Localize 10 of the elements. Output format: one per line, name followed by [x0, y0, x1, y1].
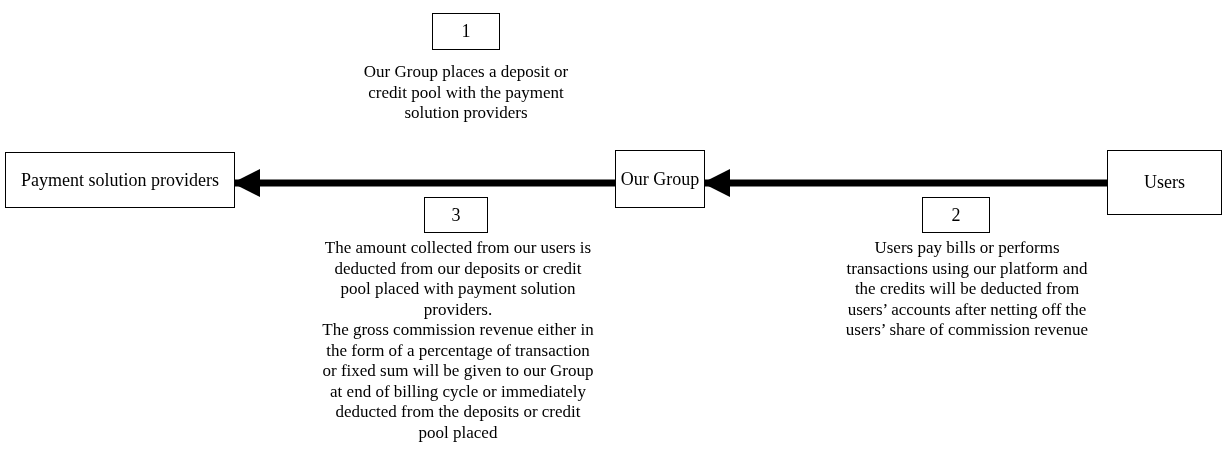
step-number-box: 2	[922, 197, 990, 233]
description-text: The gross commission revenue either in the form of a percentage of transaction or fixed sum will be given to our Group at end of billing cycle or immediately deducted from the deposits or credit pool placed	[322, 320, 594, 443]
description-text: The amount collected from our users is deducted from our deposits or credit pool placed with payment solution providers.	[323, 238, 593, 320]
step-number-box: 3	[424, 197, 488, 233]
entity-box: Users	[1107, 150, 1222, 215]
entity-box: Payment solution providers	[5, 152, 235, 208]
description-text: Users pay bills or performs transactions using our platform and the credits will be deducted from users’ accounts after netting off the users’ share of commission revenue	[845, 238, 1089, 341]
description-text: Our Group places a deposit or credit pool with the payment solution providers	[362, 62, 570, 124]
entity-box: Our Group	[615, 150, 705, 208]
step-number-box: 1	[432, 13, 500, 50]
